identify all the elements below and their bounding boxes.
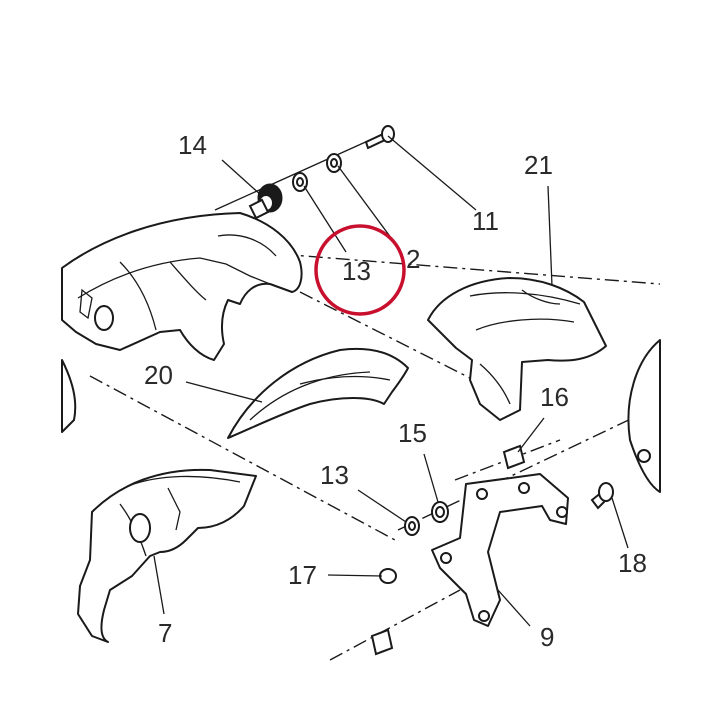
leader-9 bbox=[497, 589, 531, 627]
upper-left-cover bbox=[61, 212, 303, 361]
fairing-vent bbox=[521, 289, 561, 305]
trim-strip-body bbox=[227, 347, 409, 439]
callout-15: 15 bbox=[398, 418, 427, 448]
callout-14: 14 bbox=[178, 130, 207, 160]
screw-17-head bbox=[379, 568, 397, 584]
callout-2: 2 bbox=[406, 244, 420, 274]
lower-guard-crease bbox=[167, 487, 181, 531]
lower-guard-top-edge bbox=[127, 475, 241, 487]
callout-13-mid: 13 bbox=[320, 460, 349, 490]
fairing-tab bbox=[479, 363, 511, 405]
washer-13-top-hole bbox=[296, 177, 304, 187]
fairing-21 bbox=[427, 277, 607, 421]
callout-18: 18 bbox=[618, 548, 647, 578]
callout-9: 9 bbox=[540, 622, 554, 652]
fairing-crest bbox=[469, 292, 581, 305]
bushing-sleeve bbox=[248, 198, 270, 220]
fastener-stack-mid bbox=[370, 444, 614, 656]
fairing-panel bbox=[475, 318, 575, 331]
fairing-body bbox=[427, 277, 607, 421]
bushing-14 bbox=[214, 139, 371, 220]
callout-20: 20 bbox=[144, 360, 173, 390]
upper-cover-rib-b bbox=[169, 261, 207, 301]
clip-bottom bbox=[370, 628, 394, 656]
callout-13-top: 13 bbox=[342, 256, 371, 286]
lower-guard-7 bbox=[77, 468, 257, 643]
leader-11 bbox=[387, 135, 477, 211]
upper-cover-body bbox=[61, 212, 303, 361]
bracket-hole-e bbox=[478, 610, 490, 622]
lower-guard-body bbox=[77, 468, 257, 643]
leader-15 bbox=[423, 453, 439, 503]
trim-strip-line bbox=[249, 371, 371, 421]
leader-13-mid bbox=[357, 489, 407, 523]
upper-cover-edge bbox=[77, 257, 271, 299]
spacer-15-hole bbox=[435, 506, 445, 518]
upper-cover-hole bbox=[94, 305, 114, 331]
lower-guard-hole bbox=[129, 513, 151, 543]
washer-13-mid-hole bbox=[408, 521, 416, 531]
leader-16 bbox=[517, 417, 545, 453]
right-edge-part bbox=[627, 339, 661, 493]
axis-line-mid bbox=[299, 291, 471, 379]
callout-21: 21 bbox=[524, 150, 553, 180]
highlight-circle bbox=[314, 224, 406, 316]
bracket-9 bbox=[431, 473, 569, 627]
bracket-body bbox=[431, 473, 569, 627]
trim-strip-20 bbox=[227, 347, 409, 439]
leader-13-top bbox=[303, 185, 347, 253]
callout-16: 16 bbox=[540, 382, 569, 412]
callout-17: 17 bbox=[288, 560, 317, 590]
bracket-hole-b bbox=[518, 482, 530, 494]
bushing-axis bbox=[214, 139, 371, 211]
trim-strip-line-b bbox=[299, 375, 391, 385]
callout-7: 7 bbox=[158, 618, 172, 648]
bracket-hole-a bbox=[476, 488, 488, 500]
leader-17 bbox=[327, 574, 383, 577]
fastener-stack-top bbox=[292, 125, 395, 192]
callout-labels: 14 11 21 13 2 20 16 15 13 18 17 7 9 bbox=[144, 130, 647, 652]
leader-14 bbox=[221, 159, 263, 197]
callout-11: 11 bbox=[472, 206, 499, 236]
left-edge-part bbox=[61, 359, 77, 433]
clip-16 bbox=[502, 444, 526, 470]
leader-20 bbox=[185, 381, 263, 403]
leader-21 bbox=[547, 185, 553, 287]
leader-18 bbox=[611, 497, 629, 549]
leader-7 bbox=[153, 555, 165, 615]
right-edge-grommet bbox=[637, 449, 651, 463]
bracket-hole-d bbox=[440, 552, 452, 564]
axis-line-top bbox=[227, 249, 661, 285]
washer-2-hole bbox=[330, 158, 338, 168]
screw-18-head bbox=[598, 482, 614, 502]
upper-cover-slot bbox=[79, 288, 93, 320]
bracket-hole-c bbox=[556, 506, 568, 518]
axis-line-left bbox=[89, 375, 396, 541]
axis-line-bottom bbox=[329, 589, 461, 661]
upper-cover-rib-a bbox=[119, 261, 157, 331]
upper-cover-lip bbox=[217, 234, 277, 257]
edge-fragments bbox=[61, 339, 661, 493]
